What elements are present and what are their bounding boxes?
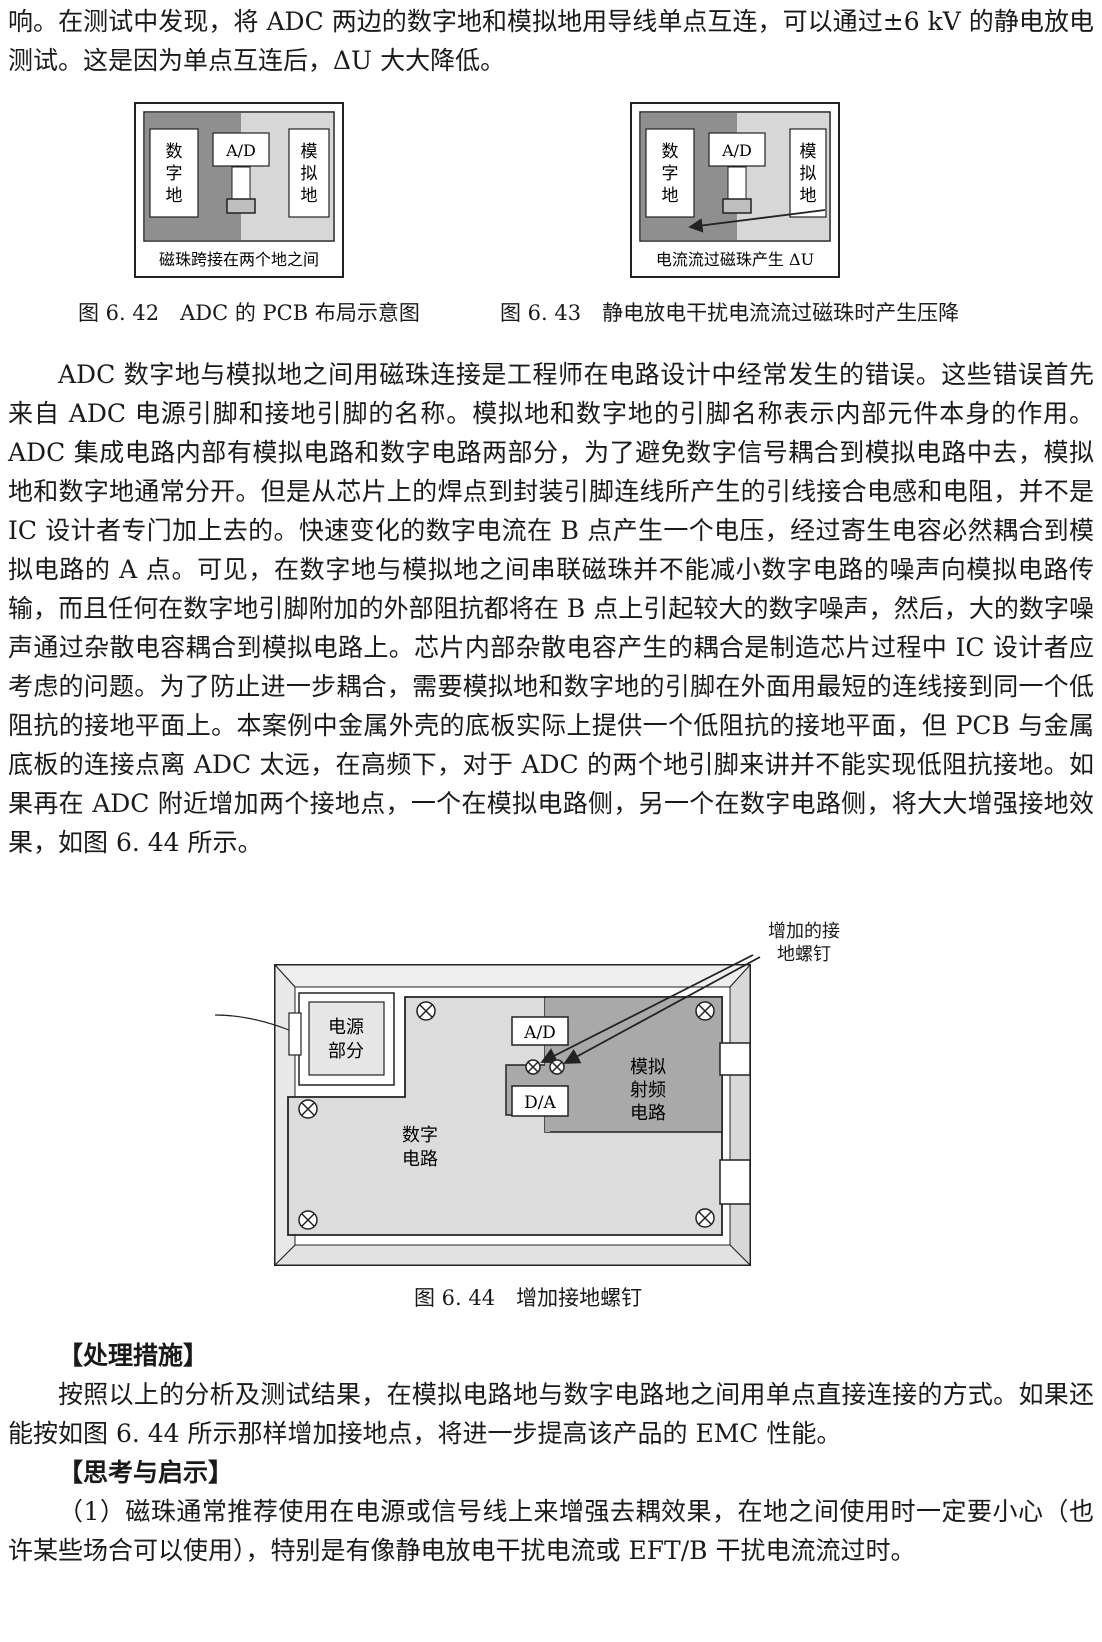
figure-6-42-caption: 图 6. 42 ADC 的 PCB 布局示意图 bbox=[78, 301, 420, 325]
digital-label: 数字 bbox=[402, 1125, 438, 1146]
intro-paragraph: 响。在测试中发现，将 ADC 两边的数字地和模拟地用导线单点互连，可以通过±6 … bbox=[8, 7, 1094, 75]
analog-ground-char: 地 bbox=[800, 186, 817, 206]
rf-label: 模拟 bbox=[630, 1057, 666, 1078]
callout-line: 地螺钉 bbox=[777, 944, 831, 965]
ad-label: A/D bbox=[721, 141, 752, 160]
insights-paragraph: （1）磁珠通常推荐使用在电源或信号线上来增强去耦效果，在地之间使用时一定要小心（… bbox=[8, 1497, 1094, 1565]
figure-6-42: A/D 数 字 地 模 拟 地 磁珠跨接在两个地之间 bbox=[134, 102, 344, 278]
rf-label: 电路 bbox=[630, 1103, 666, 1124]
section-heading-measures: 【处理措施】 bbox=[58, 1341, 209, 1370]
callout-line: 增加的接 bbox=[768, 921, 840, 942]
power-label: 电源 bbox=[328, 1017, 364, 1038]
power-label: 部分 bbox=[328, 1041, 364, 1062]
digital-ground-char: 地 bbox=[662, 186, 679, 206]
callout-label: 增加的接 地螺钉 bbox=[768, 920, 840, 966]
digital-ground-char: 数 bbox=[662, 142, 679, 162]
figure-6-43-caption: 图 6. 43 静电放电干扰电流流过磁珠时产生压降 bbox=[500, 301, 960, 325]
digital-ground-char: 字 bbox=[662, 164, 679, 184]
digital-ground-char: 地 bbox=[166, 186, 183, 206]
body-paragraph: ADC 数字地与模拟地之间用磁珠连接是工程师在电路设计中经常发生的错误。这些错误… bbox=[8, 360, 1094, 857]
section-heading-insights: 【思考与启示】 bbox=[58, 1458, 234, 1487]
screw-icon bbox=[298, 1001, 715, 1230]
ad-label: A/D bbox=[225, 141, 256, 160]
analog-ground-char: 地 bbox=[301, 186, 318, 206]
analog-ground-char: 拟 bbox=[301, 164, 318, 184]
current-label: 电流流过磁珠产生 ΔU bbox=[656, 250, 814, 269]
digital-ground-char: 数 bbox=[166, 142, 183, 162]
digital-ground-char: 字 bbox=[166, 164, 183, 184]
ad-label: A/D bbox=[523, 1023, 556, 1043]
measures-paragraph: 按照以上的分析及测试结果，在模拟电路地与数字电路地之间用单点直接连接的方式。如果… bbox=[8, 1380, 1094, 1448]
analog-ground-char: 模 bbox=[800, 142, 817, 162]
analog-ground-char: 模 bbox=[301, 142, 318, 162]
figure-6-44: 电源 部分 A/D D/A 模拟 射频 电路 数字 电路 bbox=[214, 954, 761, 1267]
bead-label: 磁珠跨接在两个地之间 bbox=[159, 250, 319, 269]
rf-label: 射频 bbox=[630, 1080, 666, 1101]
analog-ground-char: 拟 bbox=[800, 164, 817, 184]
da-label: D/A bbox=[524, 1093, 556, 1113]
figure-6-44-caption: 图 6. 44 增加接地螺钉 bbox=[414, 1286, 643, 1310]
figure-6-43: A/D 数 字 地 模 拟 地 电流流过磁珠产生 ΔU bbox=[630, 102, 840, 278]
digital-label: 电路 bbox=[402, 1149, 438, 1170]
